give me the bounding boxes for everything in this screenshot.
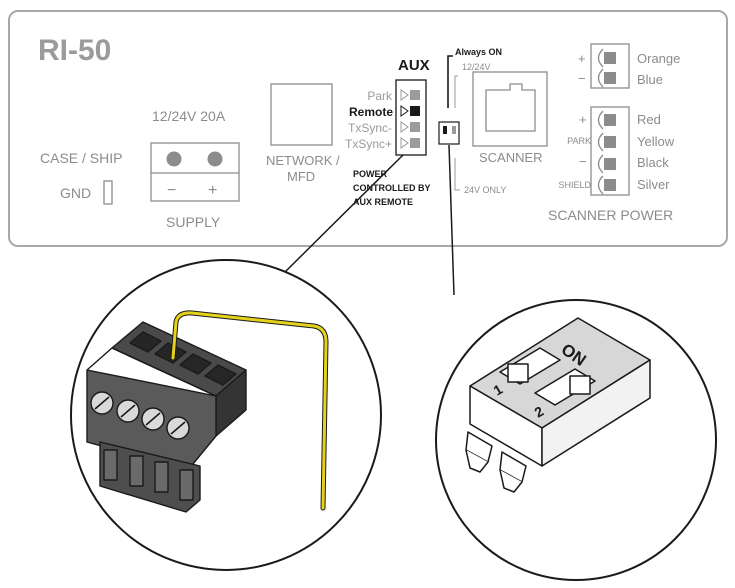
dip-leader-line xyxy=(448,144,455,296)
supply-minus: − xyxy=(167,182,176,199)
network-label-1: NETWORK / xyxy=(266,153,340,168)
supply-plus: + xyxy=(208,182,217,199)
aux-pin-remote: Remote xyxy=(349,105,393,119)
dip-actuator-1 xyxy=(507,363,529,383)
top-conn-plus: + xyxy=(578,51,586,66)
wire-blue: Blue xyxy=(637,72,663,87)
top-connector xyxy=(590,43,630,89)
case-ship-label: CASE / SHIP xyxy=(40,150,122,166)
scanner-power-label: SCANNER POWER xyxy=(548,207,673,223)
top-conn-minus: − xyxy=(578,71,586,86)
sp-symbol-minus: − xyxy=(579,154,587,169)
scanner-port xyxy=(472,71,548,147)
wire-black: Black xyxy=(637,155,669,170)
aux-pin-txsync-minus: TxSync- xyxy=(348,121,392,135)
aux-note-2: CONTROLLED BY xyxy=(353,183,431,193)
wire-orange: Orange xyxy=(637,51,680,66)
v24-bracket xyxy=(454,158,460,191)
wire-silver: Silver xyxy=(637,177,670,192)
dip-switch-1-panel xyxy=(443,126,447,134)
aux-title: AUX xyxy=(398,57,430,74)
aux-note-3: AUX REMOTE xyxy=(353,197,413,207)
model-name: RI-50 xyxy=(38,34,111,67)
scanner-label: SCANNER xyxy=(479,150,543,165)
gnd-label: GND xyxy=(60,185,91,201)
aux-note-1: POWER xyxy=(353,169,388,179)
aux-terminal-plug xyxy=(86,321,247,513)
dip-actuator-2 xyxy=(569,375,591,395)
dip-switch-detail xyxy=(465,317,651,493)
network-label-2: MFD xyxy=(287,169,315,184)
aux-pin-slots xyxy=(400,89,420,149)
sp-symbol-park: PARK xyxy=(567,136,591,146)
v1224-bracket xyxy=(454,75,458,108)
aux-pin-txsync-plus: TxSync+ xyxy=(345,137,392,151)
aux-leader-line xyxy=(284,154,404,273)
supply-screw-plus xyxy=(207,151,223,167)
wire-red: Red xyxy=(637,112,661,127)
supply-label: SUPPLY xyxy=(166,214,221,230)
gnd-terminal xyxy=(103,180,113,205)
scanner-power-connector xyxy=(590,106,630,196)
v1224-label: 12/24V xyxy=(462,62,491,72)
dip-switch-2-panel xyxy=(452,126,456,134)
supply-terminal-block xyxy=(150,142,240,202)
aux-pin-park: Park xyxy=(367,89,393,103)
v24-only-label: 24V ONLY xyxy=(464,185,506,195)
supply-screw-minus xyxy=(166,151,182,167)
always-on-label: Always ON xyxy=(455,47,502,57)
sp-symbol-plus: + xyxy=(579,112,587,127)
wire-yellow: Yellow xyxy=(637,134,675,149)
jumper-wire xyxy=(171,311,328,510)
always-on-bracket xyxy=(447,55,453,108)
sp-symbol-shield: SHIELD xyxy=(558,180,591,190)
network-port xyxy=(270,83,333,146)
supply-rating: 12/24V 20A xyxy=(152,108,226,124)
